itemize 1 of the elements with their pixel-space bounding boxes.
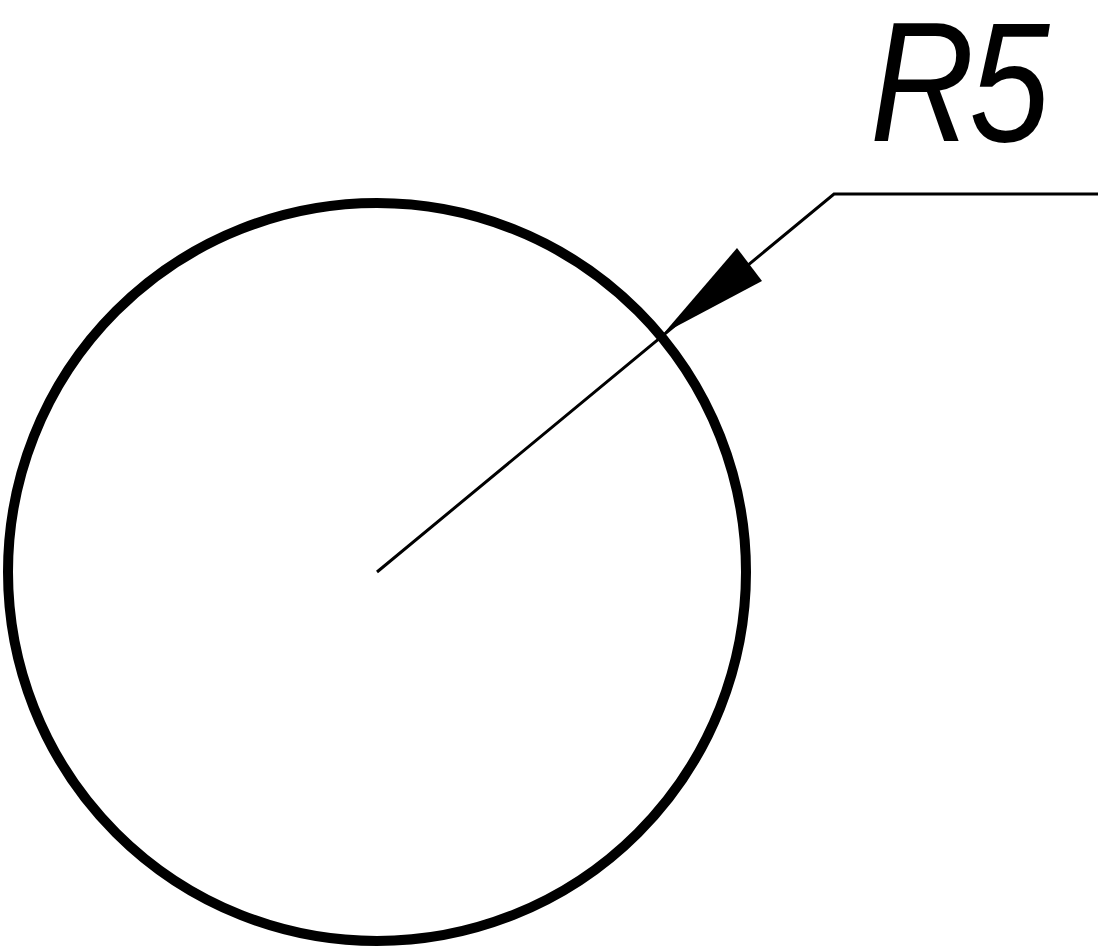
dimension-label: R5 bbox=[870, 0, 1045, 167]
